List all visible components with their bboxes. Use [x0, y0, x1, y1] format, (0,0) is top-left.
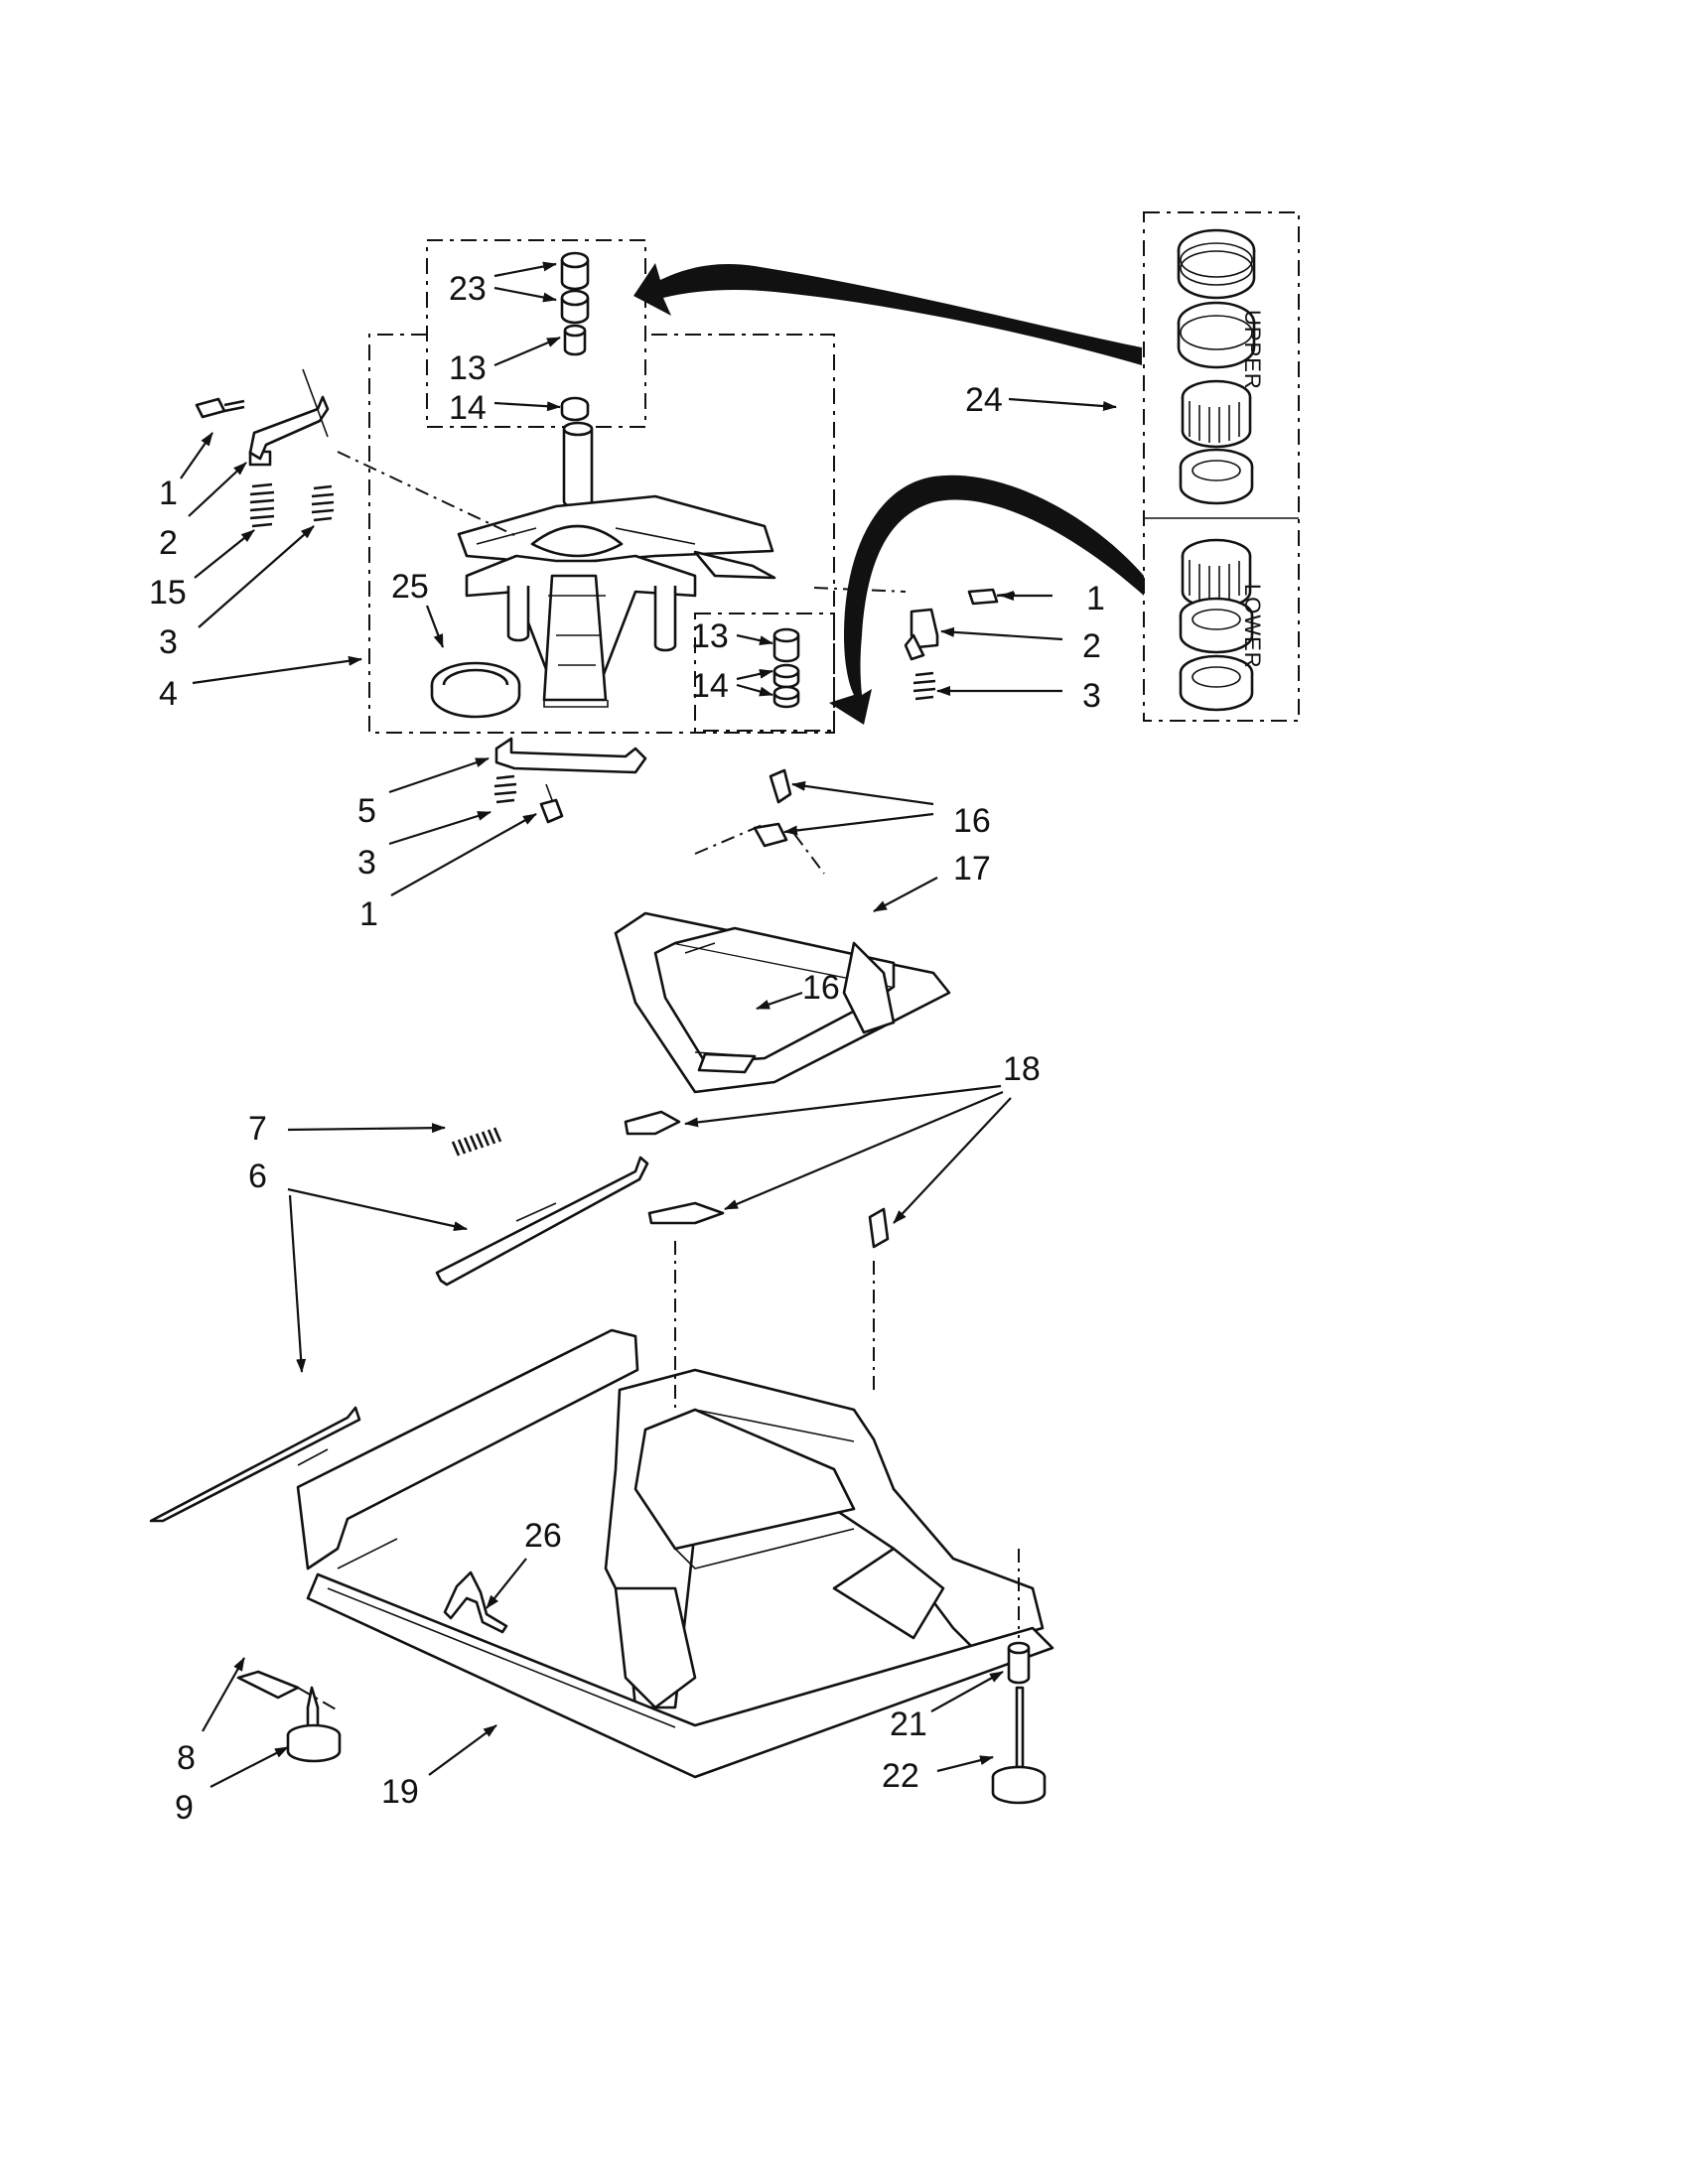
callout-2-left: 2: [159, 524, 178, 562]
callout-1-bottom: 1: [359, 895, 378, 933]
bearing-kit-parts: [1177, 228, 1256, 712]
springs-left: [249, 482, 335, 528]
base-frame: [614, 911, 951, 1094]
callout-13-lower: 13: [691, 617, 729, 655]
callout-16-top: 16: [953, 802, 991, 840]
bearing-kit-box: [1143, 211, 1300, 722]
spring-7: [451, 1127, 502, 1157]
callout-14-lower: 14: [691, 667, 729, 705]
rails: [149, 1156, 649, 1523]
callout-25: 25: [391, 568, 429, 606]
callout-21: 21: [890, 1706, 927, 1743]
callout-13-upper: 13: [449, 349, 487, 387]
leader-arrows: [180, 261, 1117, 1788]
callout-1-right: 1: [1086, 580, 1105, 617]
kit-to-lower-arrow: [829, 475, 1144, 725]
bearing-box-lower: [694, 613, 835, 732]
callout-4: 4: [159, 675, 178, 713]
upper-kit-label: UPPER: [1240, 310, 1265, 390]
callout-19: 19: [381, 1773, 419, 1811]
kit-to-upper-arrow: [633, 263, 1142, 365]
lower-bearings: [772, 627, 800, 709]
callout-14-upper: 14: [449, 389, 487, 427]
bracket-left: [195, 368, 330, 467]
mechanism-base: [457, 421, 776, 708]
callout-22: 22: [882, 1757, 919, 1795]
callout-8: 8: [177, 1739, 196, 1777]
callout-26: 26: [524, 1517, 562, 1555]
callout-3-bottom: 3: [357, 844, 376, 882]
cabinet-base: [296, 1328, 1054, 1779]
seal-ring: [430, 661, 521, 719]
callout-18: 18: [1003, 1050, 1041, 1088]
callout-23: 23: [449, 270, 487, 308]
callout-17: 17: [953, 850, 991, 887]
frame-pads: [624, 1110, 890, 1249]
mechanism-box: [368, 334, 835, 734]
upper-bearings: [560, 251, 590, 422]
callout-24: 24: [965, 381, 1003, 419]
leveling-legs: [236, 1641, 1047, 1805]
callout-5: 5: [357, 792, 376, 830]
bracket-right: [904, 588, 1016, 701]
callout-3-left: 3: [159, 623, 178, 661]
clip-26: [443, 1570, 508, 1634]
callout-15: 15: [149, 574, 187, 612]
callout-3-right: 3: [1082, 677, 1101, 715]
bracket-bottom: [493, 737, 647, 824]
callout-7: 7: [248, 1110, 267, 1148]
callout-16-frame: 16: [802, 969, 840, 1007]
lower-kit-label: LOWER: [1240, 584, 1265, 669]
callout-2-right: 2: [1082, 627, 1101, 665]
callout-9: 9: [175, 1789, 194, 1827]
callout-1-left: 1: [159, 475, 178, 512]
callout-6: 6: [248, 1158, 267, 1195]
